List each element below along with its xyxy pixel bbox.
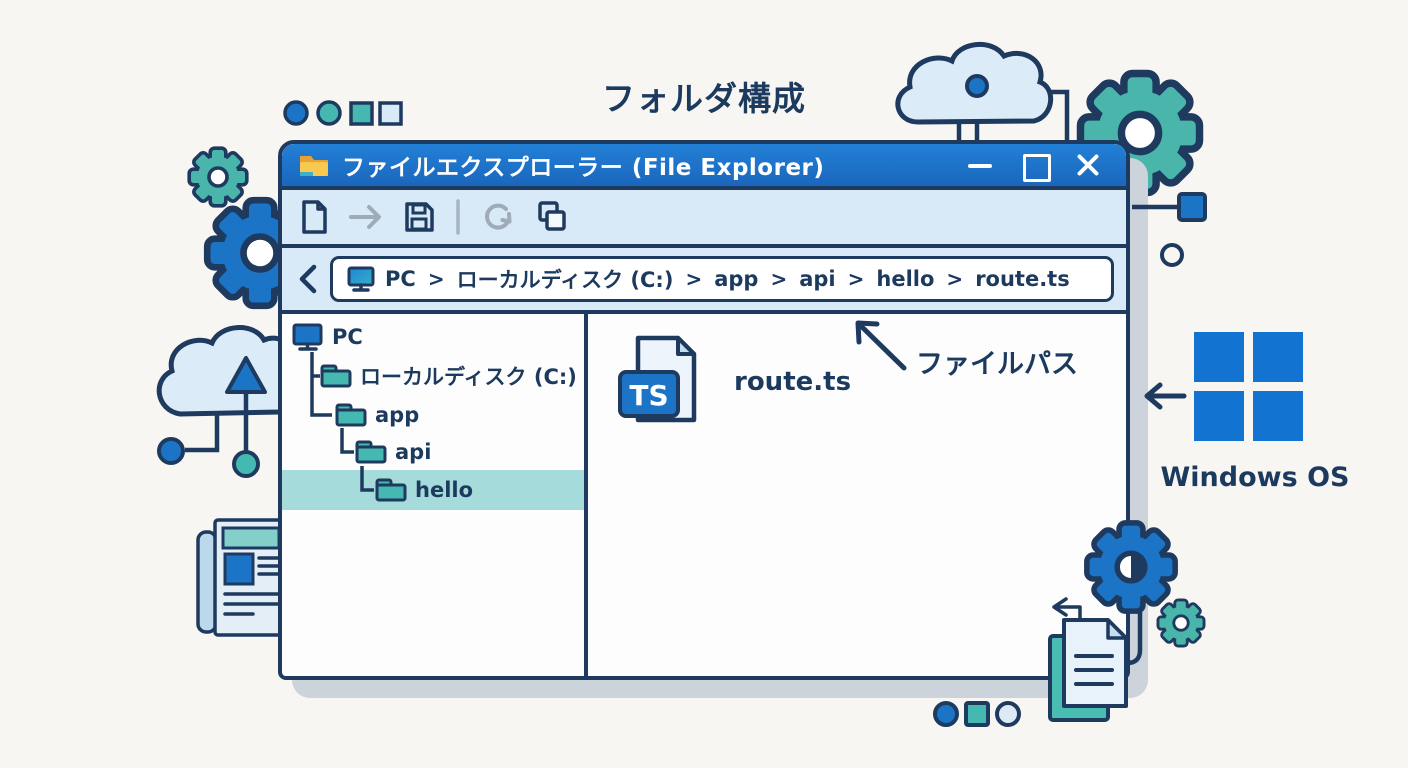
tree-item-api[interactable]: api xyxy=(355,436,431,468)
tree-item-label: api xyxy=(395,440,432,464)
breadcrumb-segment[interactable]: app xyxy=(714,267,759,291)
tree-item-label: app xyxy=(375,403,420,427)
tree-connectors xyxy=(310,352,374,492)
tree-item-app[interactable]: app xyxy=(335,399,419,431)
breadcrumb-segment[interactable]: PC xyxy=(385,267,416,291)
breadcrumb-segment[interactable]: api xyxy=(799,267,836,291)
toolbar-divider xyxy=(456,199,460,235)
annotation-arrow-icon xyxy=(855,320,907,371)
file-path-annotation: ファイルパス xyxy=(916,349,1078,380)
breadcrumb-separator: > xyxy=(847,267,865,291)
folder-icon xyxy=(320,364,352,388)
breadcrumb-segment[interactable]: route.ts xyxy=(975,267,1070,291)
tree-item-local-disk[interactable]: ローカルディスク (C:) xyxy=(320,360,577,392)
os-label: Windows OS xyxy=(1160,462,1350,493)
computer-icon xyxy=(292,323,323,351)
folder-icon xyxy=(355,440,387,464)
close-button[interactable] xyxy=(1076,153,1100,177)
windows-logo-square xyxy=(1194,391,1244,441)
tree-item-label: hello xyxy=(415,478,474,502)
folder-icon xyxy=(375,478,407,502)
breadcrumb-separator: > xyxy=(946,267,964,291)
tree-item-hello[interactable]: hello xyxy=(375,474,473,506)
breadcrumb-separator: > xyxy=(770,267,788,291)
file-name-label: route.ts xyxy=(734,367,852,397)
dots-top-left xyxy=(283,100,403,126)
breadcrumb-separator: > xyxy=(427,267,445,291)
refresh-button[interactable] xyxy=(480,200,516,234)
toolbar xyxy=(282,190,1126,248)
folder-tree-panel: PC ローカルディスク (C:) app xyxy=(282,314,588,676)
cloud-upload-icon xyxy=(156,325,303,478)
maximize-button[interactable] xyxy=(1022,153,1051,182)
page-title: フォルダ構成 xyxy=(602,79,806,118)
new-file-button[interactable] xyxy=(298,199,330,235)
address-row: PC > ローカルディスク (C:) > app > api > hello >… xyxy=(282,248,1126,314)
content-area: PC ローカルディスク (C:) app xyxy=(282,314,1126,676)
back-button[interactable] xyxy=(296,263,320,295)
gear-icon xyxy=(187,146,249,208)
file-list-panel: TS route.ts ファイルパス xyxy=(588,314,1126,676)
breadcrumb-separator: > xyxy=(685,267,703,291)
windows-logo xyxy=(1194,332,1304,442)
selected-row-highlight xyxy=(282,470,584,510)
folder-icon xyxy=(335,403,367,427)
minimize-button[interactable] xyxy=(968,153,992,177)
breadcrumb-segment[interactable]: hello xyxy=(876,267,935,291)
monitor-icon xyxy=(347,266,375,292)
breadcrumb-segment[interactable]: ローカルディスク (C:) xyxy=(456,268,674,292)
tree-item-label: PC xyxy=(332,325,363,349)
copy-button[interactable] xyxy=(534,199,570,235)
windows-logo-square xyxy=(1253,391,1303,441)
window-title: ファイルエクスプローラー (File Explorer) xyxy=(342,155,825,181)
title-bar: ファイルエクスプローラー (File Explorer) xyxy=(282,144,1126,190)
tree-item-pc[interactable]: PC xyxy=(292,321,363,353)
windows-logo-square xyxy=(1194,332,1244,382)
svg-text:TS: TS xyxy=(629,379,668,412)
tree-item-label: ローカルディスク (C:) xyxy=(360,365,577,389)
save-button[interactable] xyxy=(402,200,436,234)
address-bar[interactable]: PC > ローカルディスク (C:) > app > api > hello >… xyxy=(330,256,1114,302)
file-explorer-window: ファイルエクスプローラー (File Explorer) xyxy=(278,140,1130,680)
windows-logo-square xyxy=(1253,332,1303,382)
folder-icon xyxy=(300,156,328,176)
cloud-network-icon xyxy=(895,41,1070,142)
file-route-ts[interactable]: TS route.ts xyxy=(606,332,851,432)
forward-button[interactable] xyxy=(348,202,384,232)
typescript-file-icon: TS xyxy=(618,335,697,423)
